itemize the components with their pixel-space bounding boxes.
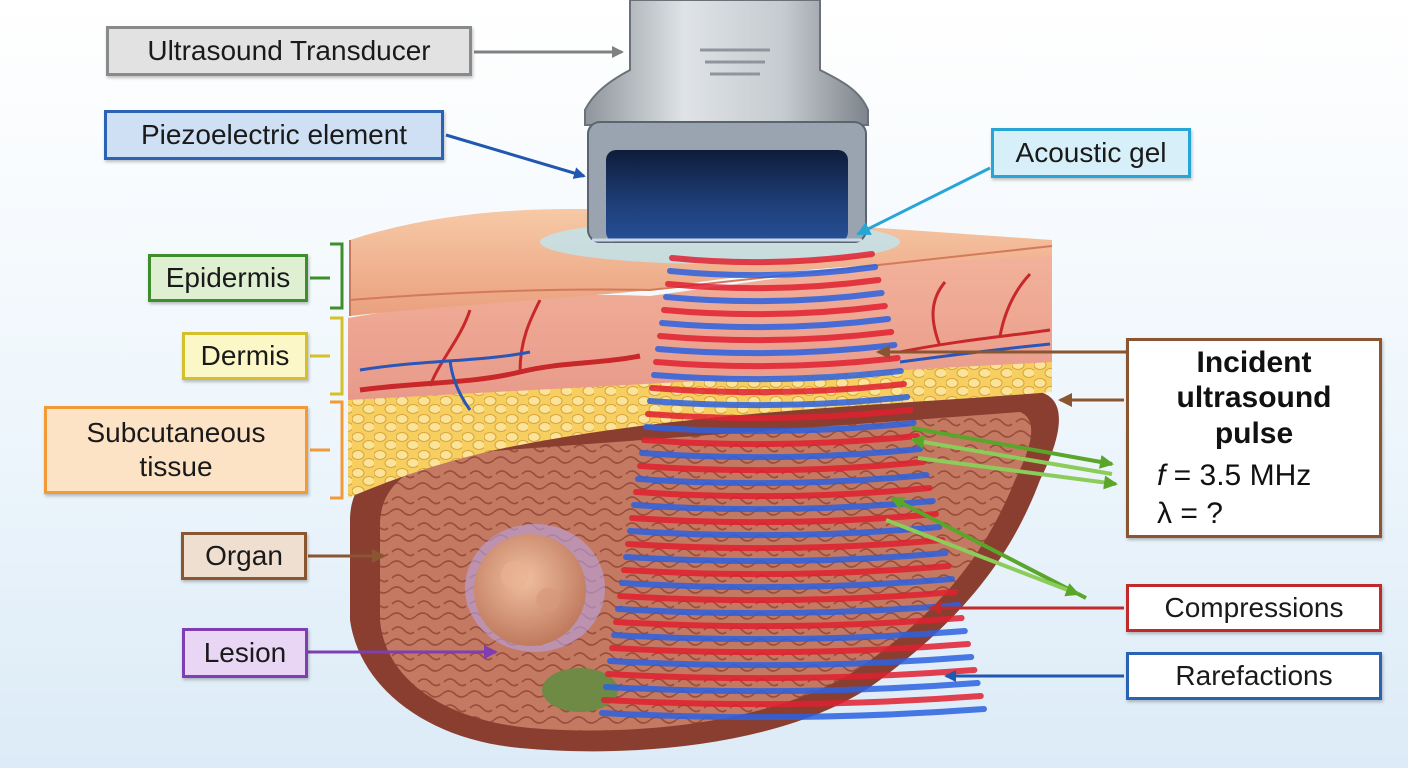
rarefaction-band — [615, 602, 962, 617]
compression-band — [657, 329, 895, 344]
label-text: Lesion — [203, 637, 287, 669]
label-organ: Organ — [181, 532, 307, 580]
compression-band — [625, 537, 946, 552]
rarefaction-band — [611, 628, 968, 643]
label-acoustic-gel: Acoustic gel — [991, 128, 1191, 178]
pulse-title-line: ultrasound — [1176, 381, 1332, 415]
label-rarefactions: Rarefactions — [1126, 652, 1382, 700]
compression-band — [633, 485, 933, 500]
label-text: Rarefactions — [1175, 660, 1333, 692]
reflection-arrows — [885, 426, 1118, 600]
compression-band — [669, 251, 875, 266]
frequency-value: = 3.5 MHz — [1165, 459, 1312, 492]
label-lesion: Lesion — [182, 628, 308, 678]
incident-pulse-box: Incident ultrasound pulse f = 3.5 MHz λ … — [1126, 338, 1382, 538]
rarefaction-band — [663, 290, 885, 305]
compression-band — [629, 511, 939, 526]
label-text: Dermis — [200, 340, 290, 372]
gallbladder-shape — [542, 668, 618, 712]
rarefaction-band — [627, 524, 943, 539]
rarefaction-band — [599, 706, 987, 721]
compression-band — [613, 615, 965, 630]
label-compressions: Compressions — [1126, 584, 1382, 632]
frequency-symbol: f — [1157, 459, 1166, 492]
label-dermis: Dermis — [182, 332, 308, 380]
compression-band — [605, 667, 978, 682]
rarefaction-band — [607, 654, 975, 669]
wavelength-symbol: λ — [1157, 497, 1172, 530]
compression-band — [637, 459, 927, 474]
compression-band — [645, 407, 914, 422]
rarefaction-band — [603, 680, 981, 695]
compression-band — [649, 381, 907, 396]
label-epidermis: Epidermis — [148, 254, 308, 302]
compression-band — [621, 563, 952, 578]
label-text-line1: Subcutaneous — [86, 417, 266, 449]
compression-band — [653, 355, 901, 370]
rarefaction-band — [635, 472, 930, 487]
label-text: Organ — [205, 540, 283, 572]
compression-band — [601, 693, 984, 708]
compression-band — [665, 277, 882, 292]
subcutaneous-layer — [348, 360, 1052, 498]
label-text: Piezoelectric element — [140, 119, 408, 151]
pulse-title-line: Incident — [1196, 346, 1312, 379]
label-ultrasound-transducer: Ultrasound Transducer — [106, 26, 472, 76]
compression-band — [661, 303, 888, 318]
wavelength-line: λ = ? — [1157, 497, 1223, 531]
label-text: Acoustic gel — [1015, 137, 1167, 169]
rarefaction-band — [619, 576, 955, 591]
label-connectors — [308, 46, 1126, 682]
rarefaction-band — [651, 368, 904, 383]
label-text-line2: tissue — [139, 451, 213, 482]
rarefaction-band — [639, 446, 923, 461]
transducer-probe — [584, 0, 869, 243]
frequency-line: f = 3.5 MHz — [1157, 459, 1311, 493]
rarefaction-band — [623, 550, 949, 565]
rarefaction-band — [667, 264, 879, 279]
rarefaction-band — [643, 420, 917, 435]
compression-band — [641, 433, 920, 448]
rarefaction-band — [647, 394, 911, 409]
rarefaction-band — [659, 316, 891, 331]
label-subcutaneous-tissue: Subcutaneous tissue — [44, 406, 308, 494]
pulse-title-line: pulse — [1214, 416, 1294, 450]
compression-band — [617, 589, 959, 604]
wavelength-value: = ? — [1172, 497, 1223, 530]
label-text: Compressions — [1164, 592, 1344, 624]
label-text: Ultrasound Transducer — [147, 35, 431, 67]
pulse-title: Incident ultrasound pulse — [1129, 345, 1379, 451]
rarefaction-band — [655, 342, 898, 357]
label-text: Epidermis — [165, 262, 291, 294]
label-piezoelectric-element: Piezoelectric element — [104, 110, 444, 160]
lesion-shape — [465, 524, 605, 652]
compression-band — [609, 641, 971, 656]
